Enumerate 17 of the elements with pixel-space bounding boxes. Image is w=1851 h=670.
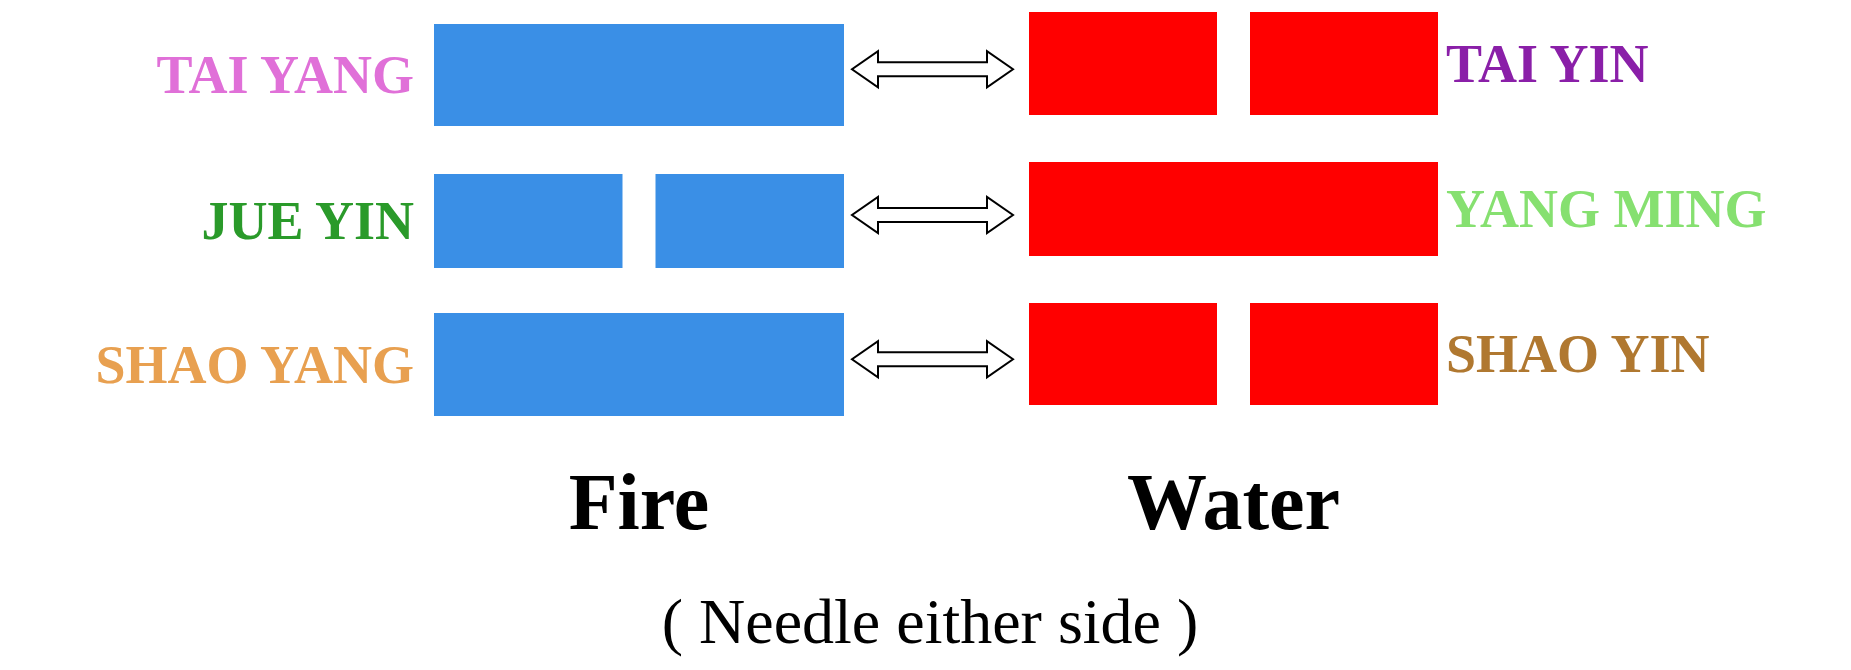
solid-line-bar bbox=[1029, 162, 1438, 256]
solid-line-bar bbox=[434, 24, 844, 126]
double-arrow bbox=[850, 339, 1015, 380]
double-arrow bbox=[850, 49, 1015, 90]
solid-line-bar bbox=[434, 313, 844, 416]
element-label: Water bbox=[1125, 462, 1342, 542]
channel-label: SHAO YANG bbox=[95, 337, 414, 392]
channel-label: SHAO YIN bbox=[1446, 327, 1710, 381]
broken-line-bar bbox=[434, 174, 844, 268]
channel-label: TAI YIN bbox=[1446, 36, 1649, 91]
channel-label: TAI YANG bbox=[156, 48, 414, 102]
channel-label: JUE YIN bbox=[201, 194, 414, 248]
broken-line-bar bbox=[1029, 12, 1438, 115]
double-arrow bbox=[850, 195, 1015, 235]
broken-line-bar bbox=[1029, 303, 1438, 405]
channel-label: YANG MING bbox=[1446, 182, 1767, 236]
element-label: Fire bbox=[567, 462, 711, 542]
